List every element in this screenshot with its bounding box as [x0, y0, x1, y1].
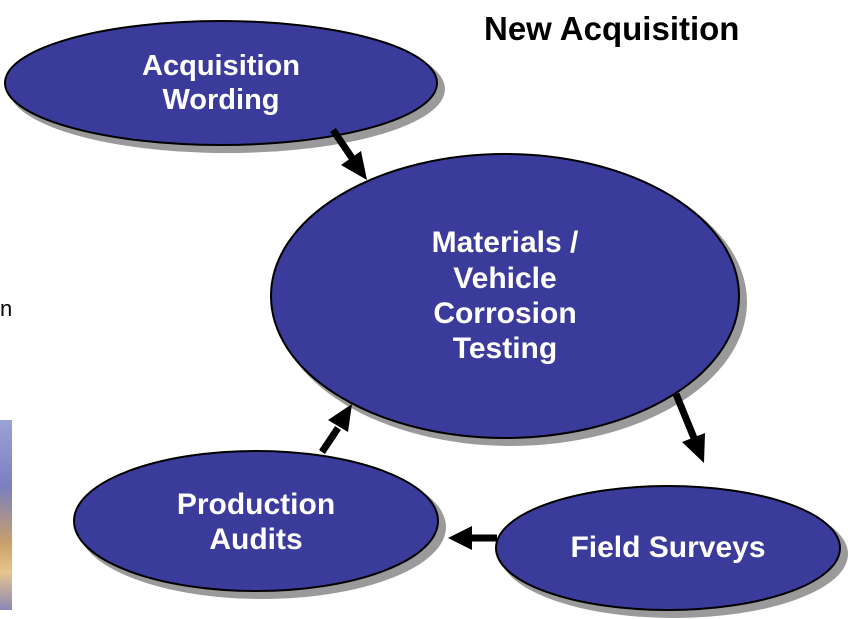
cropped-photo: [0, 420, 12, 610]
materials-testing-node: Materials / Vehicle Corrosion Testing: [365, 186, 645, 406]
arrow-production-to-materials-head: [328, 404, 352, 432]
flow-arrows: [319, 128, 705, 550]
acquisition-wording-node: Acquisition Wording: [101, 33, 341, 133]
production-audits-line2: Audits: [209, 523, 303, 556]
arrow-field-to-production-head: [448, 526, 472, 550]
arrow-acquisition-to-materials: [330, 128, 355, 160]
node-ellipses: [4, 20, 841, 611]
acquisition-wording-line1: Acquisition: [142, 49, 300, 82]
materials-testing-ellipse: [270, 153, 740, 439]
arrow-materials-to-field: [672, 392, 698, 440]
materials-testing-line2: Vehicle: [453, 261, 557, 295]
diagram-title: New Acquisition: [484, 10, 740, 47]
field-surveys-node: Field Surveys: [518, 518, 818, 578]
production-audits-ellipse: [73, 450, 439, 592]
materials-testing-line4: Testing: [452, 332, 558, 366]
arrow-production-to-materials: [319, 426, 341, 454]
acquisition-wording-ellipse: [4, 20, 438, 146]
production-audits-line1: Production: [176, 487, 336, 521]
field-surveys-line1: Field Surveys: [570, 531, 766, 565]
materials-testing-line3: Corrosion: [433, 297, 577, 330]
materials-testing-line1: Materials /: [431, 226, 579, 260]
production-audits-node: Production Audits: [116, 470, 396, 574]
arrow-materials-to-field-head: [682, 433, 705, 463]
cropped-text-fragment: n: [0, 296, 13, 321]
acquisition-wording-line2: Wording: [162, 84, 280, 116]
arrow-acquisition-to-materials-head: [341, 151, 367, 180]
field-surveys-ellipse: [495, 485, 841, 611]
